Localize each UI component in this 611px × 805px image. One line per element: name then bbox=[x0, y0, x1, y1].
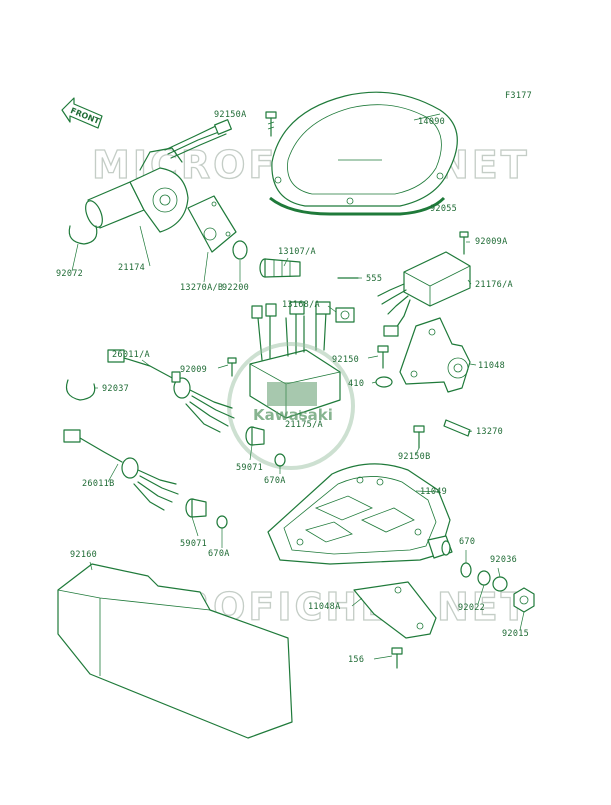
part-label-14090: 14090 bbox=[418, 117, 445, 127]
part-label-92036: 92036 bbox=[490, 555, 517, 565]
leader-line bbox=[107, 463, 119, 483]
leader-line bbox=[141, 359, 151, 367]
washer-92022 bbox=[477, 570, 491, 586]
leader-line bbox=[283, 257, 289, 267]
nut-92015 bbox=[513, 587, 535, 613]
sensor-13107a bbox=[259, 258, 301, 278]
leader-line bbox=[371, 381, 377, 384]
bolt-92150 bbox=[377, 345, 389, 369]
leader-line bbox=[413, 113, 441, 121]
part-label-92022: 92022 bbox=[458, 603, 485, 613]
plate-13270ab bbox=[187, 195, 237, 253]
leader-line bbox=[249, 444, 253, 461]
connector-13168a bbox=[335, 307, 355, 323]
grommet-59071-lower bbox=[185, 498, 207, 518]
part-label-26011-a: 26011/A bbox=[112, 350, 150, 360]
leader-line bbox=[477, 584, 485, 605]
part-label-92200: 92200 bbox=[222, 283, 249, 293]
harness-26011b bbox=[63, 429, 179, 511]
part-label-13107-a: 13107/A bbox=[278, 247, 316, 257]
kawasaki-logo-text: Kawasaki bbox=[253, 406, 333, 424]
grommet-59071-upper bbox=[245, 426, 265, 446]
leader-line bbox=[373, 655, 393, 660]
part-label-410: 410 bbox=[348, 379, 364, 389]
bolt-92009a bbox=[459, 231, 469, 255]
cover-14090 bbox=[271, 91, 458, 207]
part-label-92009: 92009 bbox=[180, 365, 207, 375]
regulator-21176a bbox=[377, 251, 471, 337]
leader-line bbox=[351, 597, 363, 607]
part-label-156: 156 bbox=[348, 655, 364, 665]
part-label-13168-a: 13168/A bbox=[282, 300, 320, 310]
leader-line bbox=[415, 447, 420, 455]
part-label-13270: 13270 bbox=[476, 427, 503, 437]
part-label-670a: 670A bbox=[208, 549, 230, 559]
leader-line bbox=[89, 561, 93, 571]
part-label-670a: 670A bbox=[264, 476, 286, 486]
cover-92160 bbox=[57, 563, 293, 739]
part-label-59071: 59071 bbox=[180, 539, 207, 549]
washer-92036 bbox=[492, 576, 508, 592]
screw-92009 bbox=[227, 357, 237, 377]
part-label-21176-a: 21176/A bbox=[475, 280, 513, 290]
bolt-92150b bbox=[413, 425, 425, 449]
o-ring-670a-lower bbox=[216, 515, 228, 529]
o-ring-670a-upper bbox=[274, 453, 286, 467]
part-label-92150b: 92150B bbox=[398, 452, 431, 462]
motor-21174 bbox=[85, 119, 232, 233]
part-label-11048: 11048 bbox=[478, 361, 505, 371]
leader-line bbox=[139, 225, 151, 267]
part-label-11049: 11049 bbox=[420, 487, 447, 497]
front-arrow-icon: FRONT bbox=[61, 97, 103, 129]
pin-13270 bbox=[443, 419, 471, 437]
leader-line bbox=[419, 207, 427, 211]
bracket-11048 bbox=[399, 317, 471, 393]
bolt-156 bbox=[391, 647, 403, 669]
part-label-92055: 92055 bbox=[430, 204, 457, 214]
leader-line bbox=[519, 611, 525, 631]
leader-line bbox=[217, 364, 229, 369]
part-label-92150a: 92150A bbox=[214, 110, 247, 120]
part-label-92072: 92072 bbox=[56, 269, 83, 279]
washer-410 bbox=[375, 376, 393, 388]
leader-line bbox=[469, 363, 477, 366]
clip-92072 bbox=[68, 225, 98, 245]
leader-line bbox=[467, 279, 472, 285]
leader-line bbox=[467, 430, 473, 433]
part-label-670: 670 bbox=[459, 537, 475, 547]
part-label-21175-a: 21175/A bbox=[285, 420, 323, 430]
bracket-11048a bbox=[353, 581, 437, 639]
leader-line bbox=[203, 251, 209, 283]
bolt-92150a bbox=[265, 111, 277, 137]
part-label-59071: 59071 bbox=[236, 463, 263, 473]
leader-line bbox=[415, 490, 441, 493]
part-label-92150: 92150 bbox=[332, 355, 359, 365]
part-label-13270a-b: 13270A/B bbox=[180, 283, 223, 293]
case-11049 bbox=[267, 463, 453, 565]
washer-92200 bbox=[232, 240, 248, 260]
part-label-92015: 92015 bbox=[502, 629, 529, 639]
leader-line bbox=[71, 243, 79, 272]
part-label-26011b: 26011B bbox=[82, 479, 115, 489]
figure-code: F3177 bbox=[505, 91, 532, 101]
kawasaki-logo: Kawasaki bbox=[227, 342, 355, 470]
part-label-21174: 21174 bbox=[118, 263, 145, 273]
clip-92037 bbox=[65, 379, 96, 401]
gasket-92055 bbox=[269, 196, 446, 216]
part-label-92037: 92037 bbox=[102, 384, 129, 394]
part-label-92009a: 92009A bbox=[475, 237, 508, 247]
part-label-92160: 92160 bbox=[70, 550, 97, 560]
leader-line bbox=[367, 355, 379, 359]
leader-line bbox=[191, 516, 199, 537]
leader-line bbox=[327, 305, 337, 313]
o-ring-670 bbox=[460, 562, 472, 578]
part-label-555: 555 bbox=[366, 274, 382, 284]
leader-line bbox=[497, 567, 501, 578]
part-label-11048a: 11048A bbox=[308, 602, 341, 612]
